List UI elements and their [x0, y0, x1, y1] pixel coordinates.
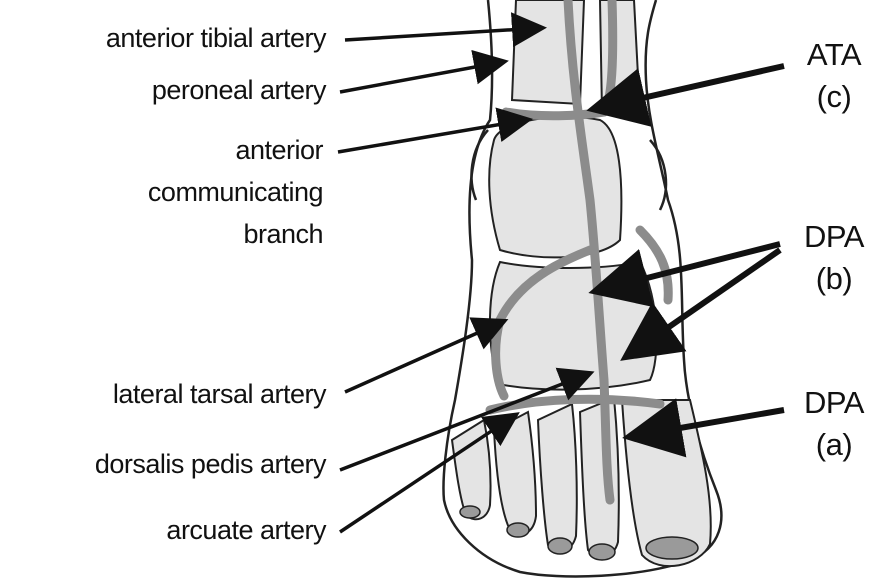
label-arcuate-artery: arcuate artery: [166, 514, 326, 546]
label-dpa-a: DPA: [794, 384, 874, 422]
fourth-toe: [494, 412, 536, 534]
second-toe: [580, 398, 619, 557]
arrow-lateral-tarsal: [345, 322, 502, 392]
label-dpa-a-tag: (a): [794, 426, 874, 464]
label-ata: ATA: [794, 36, 874, 74]
label-anterior-communicating-line1: anterior: [235, 134, 323, 166]
label-dpa-b-tag: (b): [794, 260, 874, 298]
label-dpa-b: DPA: [794, 218, 874, 256]
label-anterior-communicating-line3: branch: [243, 218, 323, 250]
anterior-communicating-vessel: [506, 112, 604, 116]
talus: [489, 117, 621, 257]
third-toe: [538, 404, 577, 551]
arrow-peroneal: [340, 62, 502, 92]
label-lateral-tarsal-artery: lateral tarsal artery: [113, 378, 326, 410]
label-ata-tag: (c): [794, 78, 874, 116]
label-anterior-tibial-artery: anterior tibial artery: [106, 22, 326, 54]
label-anterior-communicating-line2: communicating: [148, 176, 323, 208]
label-dorsalis-pedis-artery: dorsalis pedis artery: [95, 448, 326, 480]
arrow-anterior-tibial: [345, 28, 540, 40]
label-peroneal-artery: peroneal artery: [152, 74, 326, 106]
